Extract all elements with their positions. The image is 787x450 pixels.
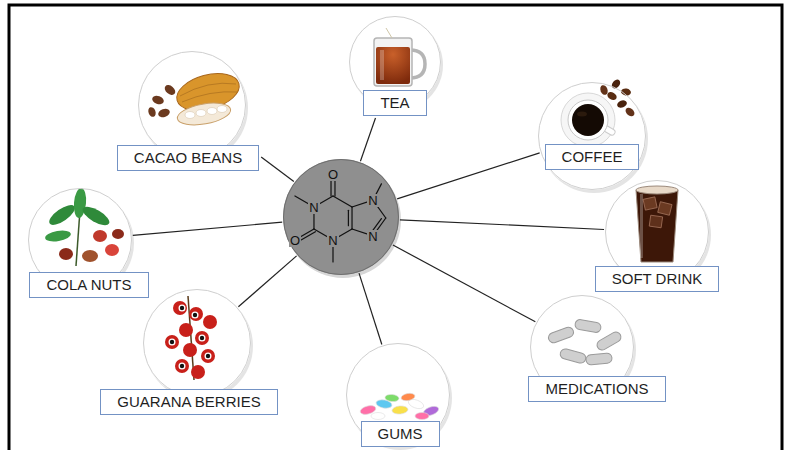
pills	[547, 319, 623, 365]
coffee-cup	[561, 78, 636, 147]
source-circle: TEA	[349, 16, 441, 108]
guarana-berries	[165, 296, 217, 380]
circle-outline	[538, 82, 646, 190]
atom-label: N	[308, 201, 319, 214]
hub-circle: O N N N O N	[283, 159, 399, 275]
source-circle: GUARANA BERRIES	[143, 289, 251, 397]
link-line	[360, 118, 375, 161]
frame	[9, 5, 782, 450]
source-label: GUMS	[361, 421, 440, 447]
link-line	[133, 222, 282, 235]
source-label: SOFT DRINK	[595, 266, 720, 292]
source-circle: COLA NUTS	[28, 188, 132, 292]
source-label: GUARANA BERRIES	[100, 389, 277, 415]
link-line	[400, 220, 604, 230]
atom-label: N	[367, 230, 378, 243]
source-label: COLA NUTS	[29, 272, 148, 298]
circle-outline	[143, 289, 251, 397]
source-circle: COFFEE	[538, 82, 646, 190]
source-label: COFFEE	[545, 144, 640, 170]
atom-label: N	[327, 234, 338, 247]
atom-label: N	[367, 194, 378, 207]
source-label: MEDICATIONS	[528, 376, 665, 402]
molecule-bonds	[295, 176, 386, 262]
circle-border	[144, 290, 251, 397]
atom-label: O	[289, 234, 301, 247]
link-line	[397, 153, 540, 199]
tea-mug	[374, 28, 425, 86]
link-line	[238, 256, 296, 307]
source-circle: CACAO BEANS	[138, 51, 246, 159]
source-label: CACAO BEANS	[117, 145, 259, 171]
gum-candies	[359, 392, 440, 419]
cacao-pod	[147, 67, 243, 128]
hub-outline	[283, 159, 399, 275]
circle-grounds	[28, 16, 711, 450]
link-line	[359, 273, 382, 344]
circle-border	[347, 344, 450, 447]
circle-border	[139, 52, 246, 159]
atom-label: O	[327, 168, 339, 181]
circle-outline	[138, 51, 246, 159]
circle-border	[284, 160, 399, 275]
source-label: TEA	[363, 90, 426, 116]
source-circle: SOFT DRINK	[605, 180, 709, 284]
link-line	[261, 157, 294, 182]
link-line	[393, 245, 535, 322]
circle-border	[539, 83, 646, 190]
source-circle: MEDICATIONS	[530, 295, 634, 399]
soft-drink-glass	[636, 186, 678, 262]
source-circle: GUMS	[346, 343, 450, 447]
